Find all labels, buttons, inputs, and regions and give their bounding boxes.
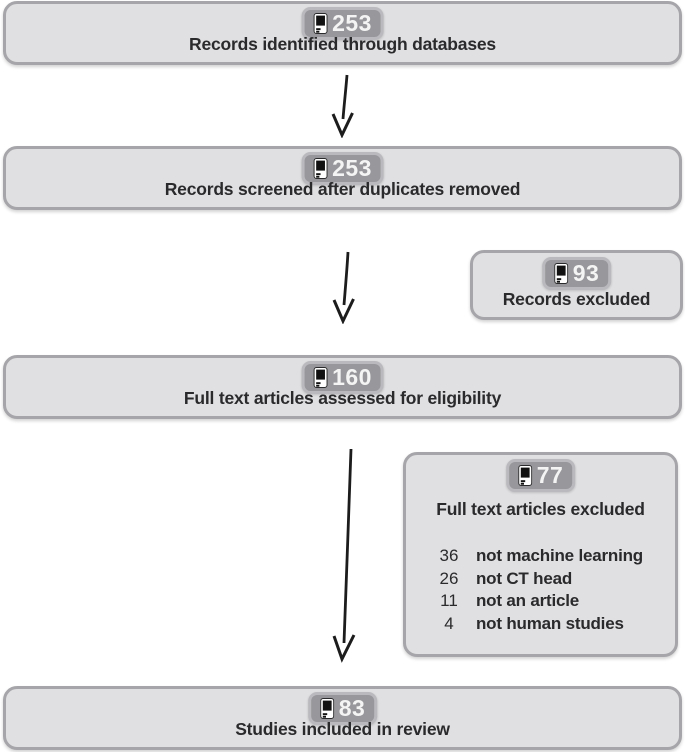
- reason-row: 36 not machine learning: [434, 545, 665, 568]
- count-badge: 93: [541, 257, 612, 290]
- reason-label: not machine learning: [476, 546, 643, 565]
- arrow-screened-to-eligibility: [332, 251, 355, 324]
- reason-count: 36: [439, 546, 459, 565]
- count-badge: 83: [307, 692, 378, 725]
- reason-label: not human studies: [476, 613, 624, 633]
- record-count: 253: [332, 155, 372, 181]
- box-label: Records excluded: [502, 289, 651, 309]
- record-count: 77: [536, 462, 564, 488]
- arrow-eligibility-to-included: [332, 448, 356, 663]
- record-count: 83: [338, 695, 366, 721]
- reason-row: 4 not human studies: [434, 613, 665, 636]
- reason-label: not CT head: [476, 568, 573, 588]
- side-box-fulltext-excluded: 77 Full text articles excluded 36 not ma…: [403, 452, 678, 657]
- reason-row: 26 not CT head: [434, 568, 665, 591]
- document-icon: [313, 13, 328, 34]
- document-icon: [517, 465, 532, 486]
- box-label: Full text articles excluded: [436, 499, 645, 519]
- reason-label: not an article: [476, 591, 580, 610]
- count-badge: 160: [301, 361, 384, 394]
- reason-count: 26: [439, 568, 459, 588]
- box-label: Full text articles assessed for eligibil…: [183, 388, 502, 408]
- flow-box-records-screened: 253 Records screened after duplicates re…: [3, 146, 682, 210]
- side-box-records-excluded: 93 Records excluded: [470, 250, 683, 320]
- count-badge: 253: [301, 7, 384, 40]
- record-count: 253: [332, 10, 372, 36]
- reason-row: 11 not an article: [434, 590, 665, 613]
- exclusion-reasons-list: 36 not machine learning 26 not CT head 1…: [434, 545, 665, 635]
- arrow-identified-to-screened: [331, 74, 354, 138]
- document-icon: [313, 158, 328, 179]
- box-label: Records identified through databases: [189, 34, 496, 54]
- reason-count: 11: [440, 591, 458, 610]
- document-icon: [553, 263, 568, 284]
- document-icon: [313, 367, 328, 388]
- flow-box-fulltext-assessed: 160 Full text articles assessed for elig…: [3, 355, 682, 419]
- box-label: Studies included in review: [235, 719, 450, 739]
- box-label: Records screened after duplicates remove…: [164, 179, 521, 199]
- document-icon: [319, 698, 334, 719]
- record-count: 160: [332, 364, 372, 390]
- count-badge: 77: [505, 459, 576, 492]
- reason-count: 4: [444, 613, 454, 633]
- record-count: 93: [572, 260, 600, 286]
- flow-box-studies-included: 83 Studies included in review: [3, 686, 682, 750]
- flow-box-records-identified: 253 Records identified through databases: [3, 1, 682, 65]
- count-badge: 253: [301, 152, 384, 185]
